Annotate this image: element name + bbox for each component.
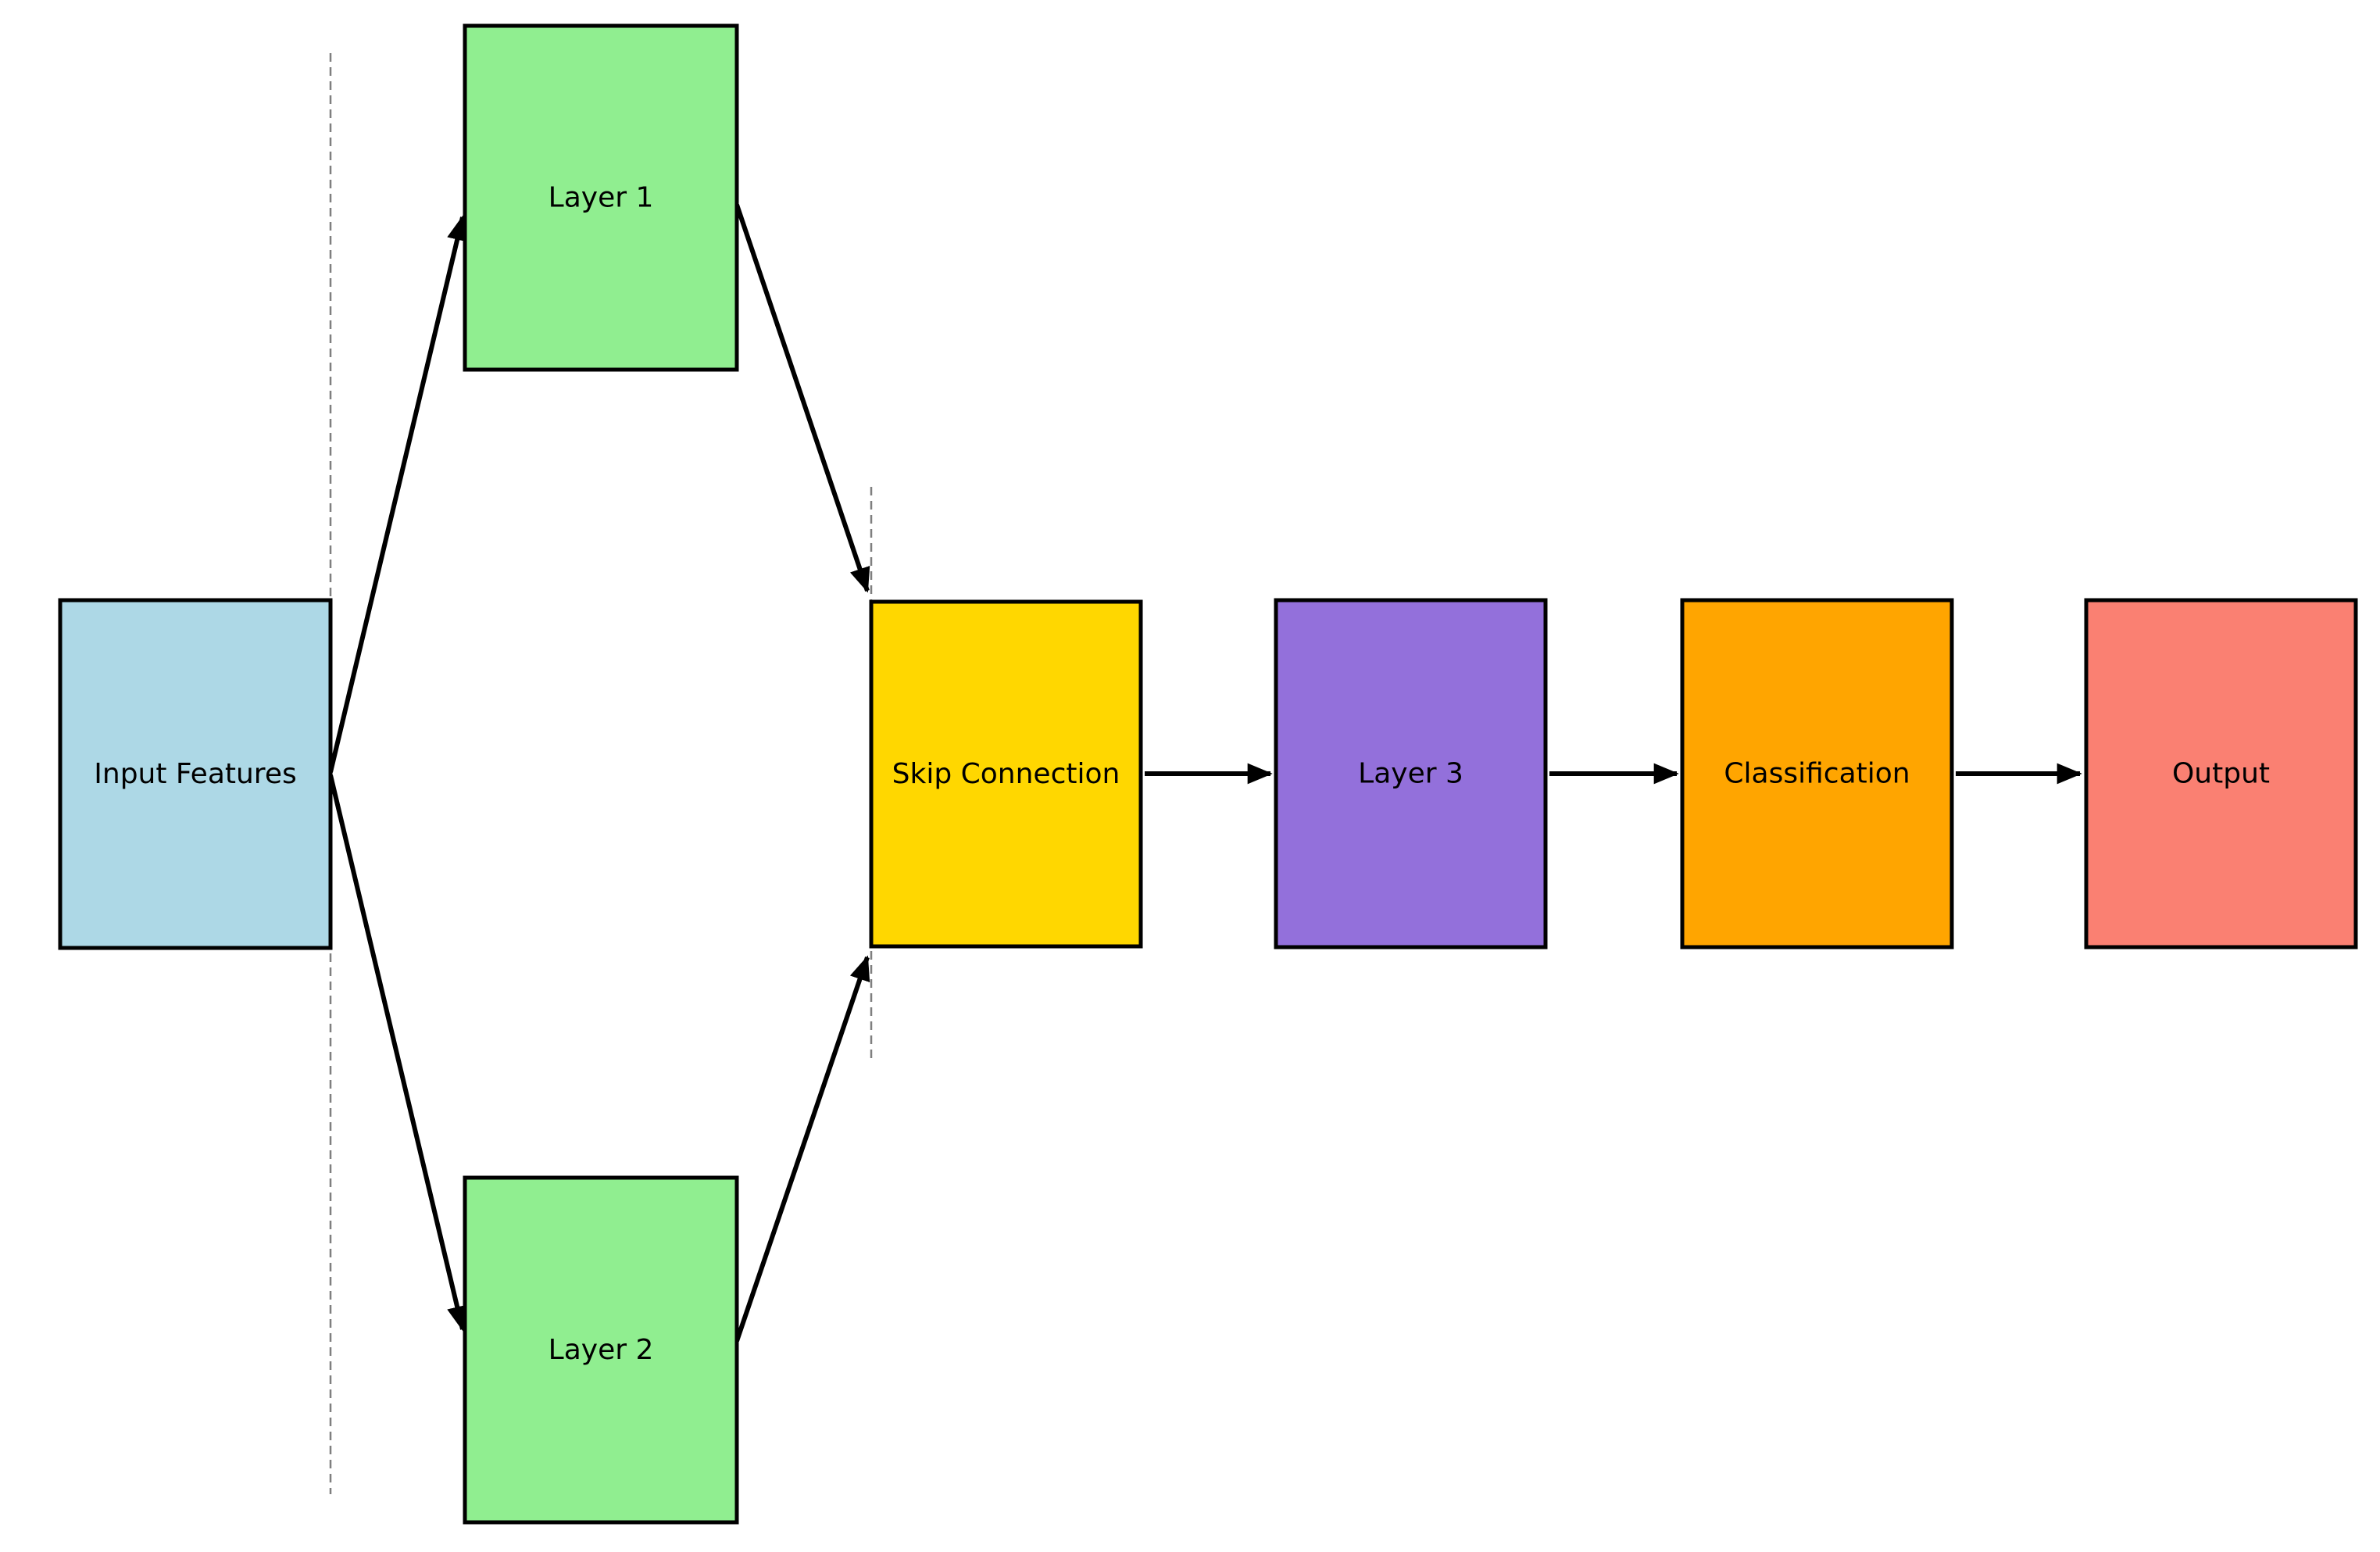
node-rect-input-features: [58, 598, 333, 950]
node-label-layer-1: Layer 1: [549, 182, 654, 214]
edge-layer1-to-skip: [734, 204, 870, 593]
node-rect-classification: [1680, 598, 1954, 949]
node-label-layer-2: Layer 2: [549, 1334, 654, 1366]
node-label-skip-connection: Skip Connection: [892, 758, 1120, 790]
node-label-classification: Classification: [1724, 758, 1910, 790]
node-label-layer-3: Layer 3: [1358, 758, 1463, 790]
node-classification: Classification: [1680, 598, 1954, 949]
node-layer-3: Layer 3: [1274, 598, 1548, 949]
nodes: Input Features Layer 1 Layer 2 Skip Connect…: [58, 23, 2358, 1525]
node-layer-1: Layer 1: [463, 23, 739, 372]
node-rect-layer-2: [463, 1175, 739, 1525]
node-layer-2: Layer 2: [463, 1175, 739, 1525]
edge-layer2-to-skip: [734, 955, 870, 1342]
node-rect-skip-connection: [869, 599, 1143, 949]
edge-input-to-layer1: [328, 215, 468, 773]
node-output: Output: [2084, 598, 2358, 949]
node-rect-output: [2084, 598, 2358, 949]
node-label-output: Output: [2172, 758, 2270, 790]
node-label-input-features: Input Features: [94, 758, 296, 790]
node-skip-connection: Skip Connection: [869, 599, 1143, 949]
node-input-features: Input Features: [58, 598, 333, 950]
node-rect-layer-3: [1274, 598, 1548, 949]
edges: [328, 204, 2082, 1342]
edge-input-to-layer2: [328, 774, 468, 1332]
node-rect-layer-1: [463, 23, 739, 372]
